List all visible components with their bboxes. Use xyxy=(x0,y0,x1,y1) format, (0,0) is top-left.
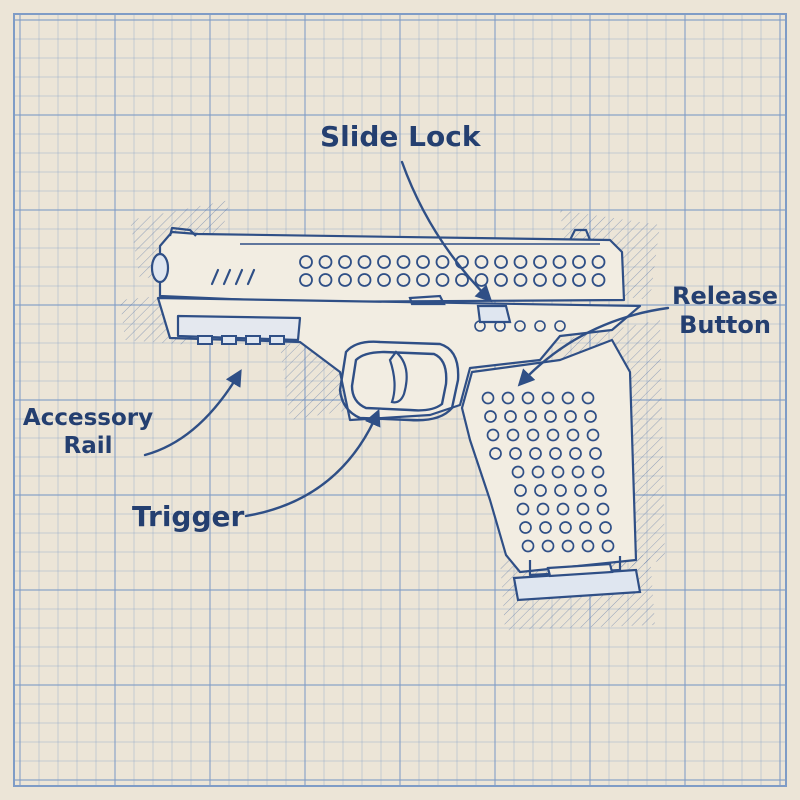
trigger xyxy=(388,350,408,404)
release-button-arrow xyxy=(517,306,670,387)
grip-texture xyxy=(481,391,615,553)
accessory-rail-label: Accessory Rail xyxy=(18,405,158,460)
slide xyxy=(150,226,626,304)
callout-arrows xyxy=(143,160,670,518)
accessory-rail-arrow xyxy=(143,369,242,457)
slide-serrations xyxy=(210,268,256,286)
release-button-label-line1: Release xyxy=(672,282,779,310)
accessory-rail-label-line1: Accessory xyxy=(22,405,154,431)
trigger-arrow xyxy=(244,408,381,518)
slide-lock-label: Slide Lock xyxy=(320,120,481,153)
grip xyxy=(460,338,638,577)
release-button-label-line2: Button xyxy=(679,310,771,339)
slide-lock-lever xyxy=(408,294,512,324)
magazine-base xyxy=(512,562,642,602)
accessory-rail-label-line2: Rail xyxy=(63,432,113,459)
accessory-rail xyxy=(197,335,285,345)
trigger-label: Trigger xyxy=(132,500,245,533)
trigger-guard xyxy=(338,340,460,422)
slide-lock-arrow xyxy=(400,160,493,303)
release-button-label: Release Button xyxy=(672,282,778,340)
